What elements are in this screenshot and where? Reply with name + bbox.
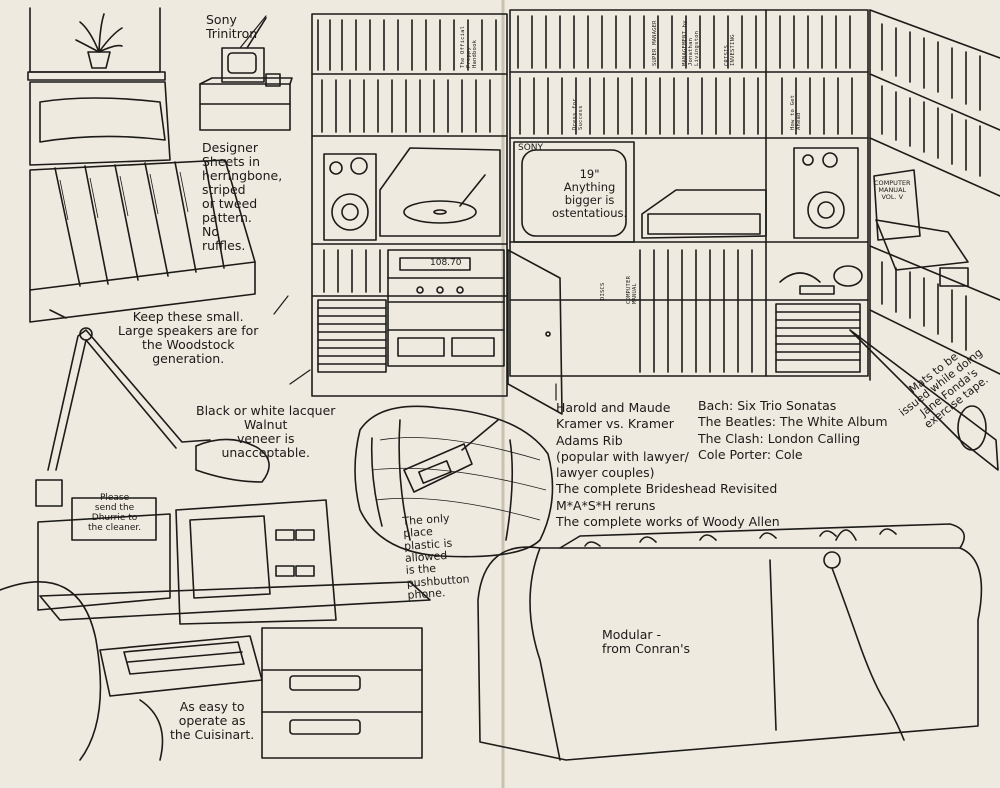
sofa-caption: Modular - from Conran's [602, 627, 691, 656]
nightstand [199, 77, 293, 131]
book-spine-management: MANAGEMENT by Jonathan Livingston [681, 20, 700, 66]
right-speaker [793, 147, 859, 239]
left-speaker [323, 153, 377, 241]
answering-machine [875, 219, 969, 287]
tape-deck-display: 108.70 [430, 258, 462, 268]
book-spine-preppy-handbook: The Official Preppy Handbook [459, 25, 478, 68]
lacquer-caption: Black or white lacquer Walnut veneer is … [196, 403, 336, 460]
tv-brand-label: SONY [518, 143, 544, 153]
pushbutton-phone-icon [403, 419, 499, 493]
discs-spine: DISCS [599, 282, 606, 300]
chair [0, 581, 164, 761]
dhurrie-note: Please send the Dhurrie to the cleaner. [88, 493, 142, 533]
modular-sofa [477, 523, 983, 761]
speakers-caption: Keep these small. Large speakers are for… [118, 309, 259, 366]
tv-size-caption: 19" Anything bigger is ostentatious. [552, 167, 628, 220]
phone-caption: The only place plastic is allowed is the… [401, 511, 470, 602]
sheets-caption: Designer Sheets in herringbone, striped … [202, 140, 283, 253]
coiled-headphone-cord [823, 529, 905, 741]
left-shelf-unit [311, 13, 508, 397]
computer-manual-book-label: COMPUTER MANUAL VOL. V [874, 179, 911, 202]
potted-plant [27, 7, 166, 81]
book-spine-super-manager: SUPER MANAGER [651, 20, 658, 66]
book-spine-crisis-investing: CRISIS INVESTING [723, 34, 736, 66]
tv-set [513, 141, 635, 243]
desk-lamp [35, 327, 270, 507]
headphones [779, 265, 863, 295]
floor-cushion [354, 405, 554, 558]
desk [37, 497, 431, 759]
film-list: Harold and Maude Kramer vs. Kramer Adams… [556, 400, 780, 529]
tv-brand-caption: Sony Trinitron [206, 12, 258, 41]
small-tv-icon [221, 17, 281, 87]
exercise-mat-roll [849, 329, 999, 471]
vcr [641, 189, 767, 239]
computer-manual-spine: COMPUTER MANUAL [625, 275, 638, 304]
cuisinart-caption: As easy to operate as the Cuisinart. [170, 699, 255, 742]
wall-shelves [869, 9, 1000, 381]
leader-lines [239, 15, 557, 401]
keyboard [99, 635, 263, 697]
book-spine-dress-for-success: Dress for Success [571, 98, 584, 130]
turntable [379, 147, 501, 237]
computer-monitor [175, 499, 337, 625]
cabinet-door [507, 249, 563, 415]
stereo-receiver [387, 249, 505, 367]
bed [29, 81, 256, 323]
music-list: Bach: Six Trio Sonatas The Beatles: The … [698, 398, 888, 462]
book-spine-how-to-get-ahead: How to Get Ahead [789, 94, 802, 130]
computer-manual-book [873, 169, 921, 241]
pattern-hatching [59, 171, 547, 521]
